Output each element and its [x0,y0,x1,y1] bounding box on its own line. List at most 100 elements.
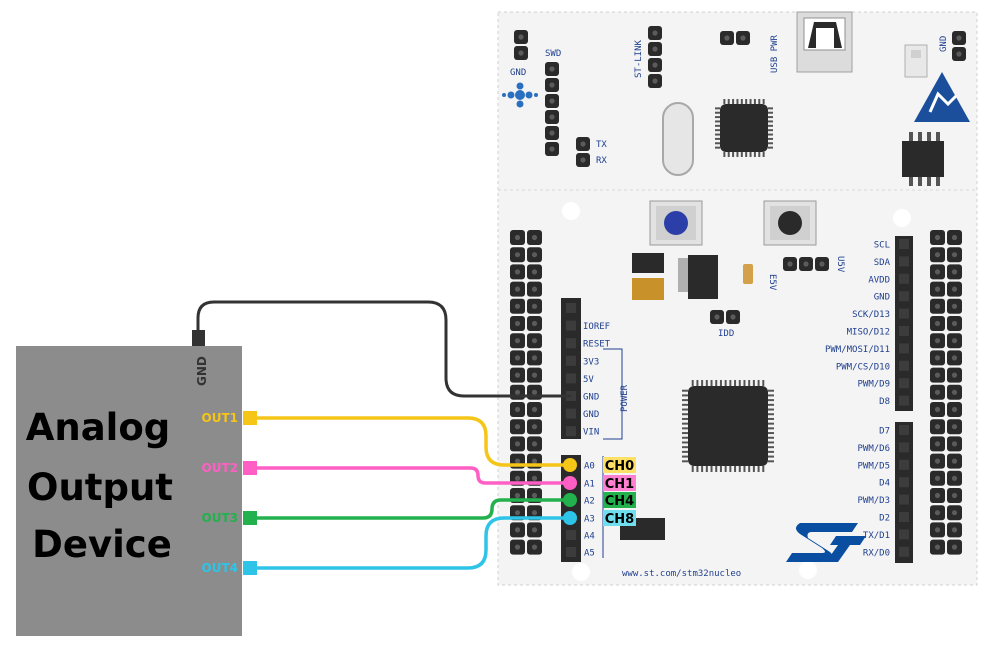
analog-pin-label: A3 [584,515,595,525]
board-url: www.st.com/stm32nucleo [622,569,741,579]
morpho-pin-hole [951,458,958,464]
stlink-pin-hole [652,46,658,52]
morpho-pin-hole [934,320,941,327]
mount-hole [562,202,580,220]
morpho-pin-hole [531,492,538,499]
st-small-logo-icon [502,82,538,108]
user-button [649,200,703,246]
digital-pin-label: RX/D0 [863,548,890,558]
gnd-label-right: GND [939,36,949,52]
device-body [16,346,242,636]
txrx-pin-hole [580,141,586,147]
swd-pin-hole [549,98,555,104]
digital-pin-label: D4 [879,479,890,489]
morpho-pin-hole [951,286,958,292]
e5v-pin-hole [803,261,809,267]
digital-pin-label: SDA [874,258,891,268]
output-label: OUT3 [202,511,238,525]
morpho-pin-hole [514,458,521,464]
morpho-pin-hole [531,320,538,327]
usbpwr-pin-hole [740,35,746,41]
main-mcu-chip [682,380,774,472]
morpho-pin-hole [951,475,958,481]
power-header [561,298,581,439]
output-label: OUT4 [202,561,238,575]
digital-pin [899,273,909,284]
morpho-pin-hole [531,286,538,292]
analog-pin [566,530,576,540]
digital-pin-label: PWM/D3 [857,496,890,506]
digital-pin [899,442,909,453]
voltage-regulator [688,255,718,299]
digital-pin-label: SCL [874,241,890,251]
morpho-pin-hole [531,269,538,275]
esd-warning-icon [914,72,970,122]
digital-pin-label: PWM/MOSI/D11 [825,345,890,355]
output-label: OUT2 [202,461,238,475]
power-pin [566,355,576,366]
morpho-pin-hole [531,527,538,533]
analog-pin-label: A1 [584,480,595,490]
morpho-pin-hole [934,475,941,481]
digital-pin [899,239,909,249]
usbpwr-pin-hole [724,35,730,41]
morpho-pin-hole [951,303,958,309]
u5v-label: U5V [835,256,845,273]
morpho-pin-hole [514,441,521,447]
morpho-pin-hole [514,510,521,516]
morpho-pin-hole [934,458,941,464]
morpho-pin-hole [531,475,538,481]
morpho-pin-hole [531,303,538,309]
morpho-pin-hole [934,269,941,275]
swd-pin-hole [549,146,555,152]
morpho-pin-hole [531,458,538,464]
power-pin [566,408,576,419]
morpho-pin-hole [934,389,941,395]
morpho-pin-hole [951,424,958,430]
idd-header [710,310,740,324]
output-label: OUT1 [202,411,238,425]
device-title-line-1: Analog [26,406,171,449]
power-pin-label: GND [583,410,599,420]
power-pin [566,426,576,437]
morpho-pin-hole [531,355,538,361]
usb-pwr-label: USB PWR [770,34,780,73]
digital-pin [899,529,909,540]
channel-badge [603,457,636,473]
morpho-pin-hole [514,286,521,292]
morpho-pin-hole [951,355,958,361]
morpho-pin-hole [934,441,941,447]
morpho-pin-hole [531,389,538,395]
crystal-oscillator [662,102,694,176]
morpho-pin-hole [951,269,958,275]
morpho-pin-hole [951,441,958,447]
stlink-pin-hole [652,62,658,68]
output-connector [243,461,257,475]
morpho-pin-hole [514,406,521,413]
morpho-pin-hole [934,338,941,344]
morpho-pin-hole [934,492,941,499]
device-gnd-label: GND [195,356,209,386]
device-title-line-2: Output [27,466,173,509]
channel-label: CH1 [605,477,634,492]
pin-connector [563,476,577,490]
power-pin [566,320,576,331]
power-pin-label: GND [583,393,599,403]
usbpwr-header [720,31,750,45]
morpho-pin-hole [531,441,538,447]
reset-button [763,200,817,246]
e5v-pin-hole [819,261,825,267]
e5v-label: E5V [767,274,777,291]
morpho-pin-hole [514,252,521,258]
power-pin [566,373,576,384]
morpho-pin-hole [951,544,958,550]
signal-wire-1 [251,416,571,467]
gnd-right-pin-hole [956,35,962,41]
power-bracket [603,348,623,440]
morpho-pin-hole [531,510,538,516]
swd-pin-hole [549,114,555,120]
gnd-connector [192,330,205,346]
digital-pin [899,291,909,302]
txrx-header [576,137,590,167]
